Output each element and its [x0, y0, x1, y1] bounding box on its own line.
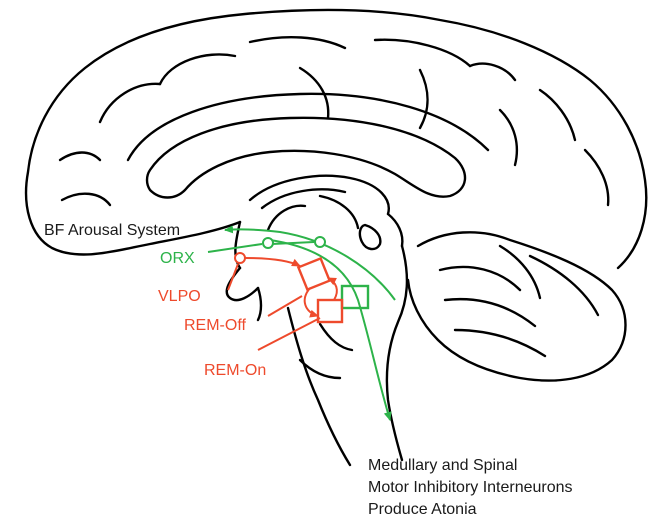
output-label-line2: Motor Inhibitory Interneurons — [368, 479, 573, 496]
rem-on-box — [318, 300, 342, 322]
remoff-to-remon-arrow — [305, 288, 318, 316]
rem-off-box — [298, 258, 329, 289]
output-label-line3: Produce Atonia — [368, 501, 477, 518]
vlpo-label: VLPO — [158, 288, 201, 305]
vlpo-to-remoff-arrow — [245, 258, 300, 266]
green-descending-path — [270, 240, 390, 420]
vlpo-neuron — [235, 253, 245, 263]
rem-on-label: REM-On — [204, 362, 266, 379]
orx-neuron-2 — [315, 237, 325, 247]
rem-on-green-box — [342, 286, 368, 308]
rem-off-label: REM-Off — [184, 317, 246, 334]
vlpo-leader-line — [228, 264, 238, 290]
rem-on-leader-line — [258, 318, 320, 350]
output-label-line1: Medullary and Spinal — [368, 457, 517, 474]
orx-neuron-1 — [263, 238, 273, 248]
rem-off-leader-line — [268, 296, 302, 316]
inhibitory-pathway — [228, 253, 342, 350]
orx-label: ORX — [160, 250, 195, 267]
bf-arousal-label: BF Arousal System — [44, 222, 180, 239]
